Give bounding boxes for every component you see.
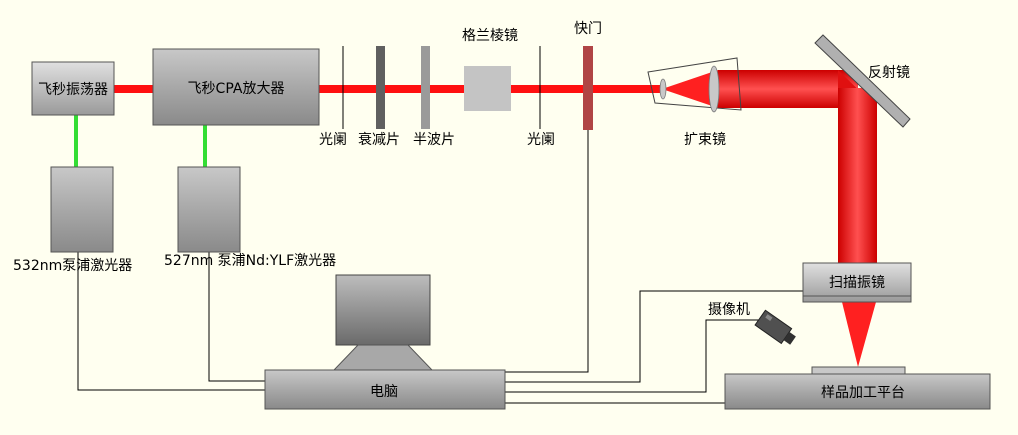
cpa-amplifier-box — [152, 48, 320, 126]
aperture-1-label: 光阑 — [319, 132, 347, 148]
wire-527-pc — [208, 252, 265, 382]
beam-wide-horizontal — [718, 70, 858, 108]
beam-focus-cone — [842, 302, 876, 367]
pump-527-label: 527nm 泵浦Nd:YLF激光器 — [164, 252, 336, 269]
aperture-2-label: 光阑 — [527, 132, 555, 148]
pump-beam-527 — [203, 125, 207, 167]
sample-stage-box — [724, 373, 991, 410]
mirror-label: 反射镜 — [868, 65, 910, 81]
camera-label: 摄像机 — [708, 302, 750, 318]
half-wave-plate — [421, 46, 430, 129]
wire-shutter-pc — [505, 130, 589, 373]
pump-beam-532 — [74, 115, 78, 168]
scan-galvo-label: 扫描振镜 — [829, 275, 885, 291]
pump-532-box — [50, 166, 114, 253]
sample-plate — [811, 366, 906, 375]
expander-lens-large — [708, 65, 720, 113]
sample-stage-label: 样品加工平台 — [821, 385, 905, 401]
beam-wide-vertical — [838, 88, 877, 263]
pump-532-label: 532nm泵浦激光器 — [13, 257, 132, 274]
computer-box — [264, 369, 506, 410]
fs-oscillator-label: 飞秒振荡器 — [38, 82, 108, 98]
beam-expanding-cone — [662, 70, 718, 108]
shutter-label: 快门 — [574, 21, 602, 37]
glan-prism-block — [464, 66, 511, 111]
shutter-plate — [583, 46, 593, 130]
beam-segment-osc-cpa — [113, 85, 153, 93]
half-wave-plate-label: 半波片 — [413, 132, 455, 148]
attenuator-label: 衰减片 — [358, 131, 400, 148]
expander-lens-small — [659, 78, 667, 100]
wire-galvo-pc — [505, 290, 803, 383]
attenuator-plate — [376, 46, 385, 129]
cpa-amplifier-label: 飞秒CPA放大器 — [188, 81, 285, 97]
computer-label: 电脑 — [370, 384, 398, 400]
video-camera-icon — [754, 309, 796, 345]
fs-oscillator-box — [31, 61, 115, 116]
wire-camera-pc — [505, 319, 760, 393]
mirror-plate — [814, 34, 911, 128]
control-wires — [77, 130, 803, 404]
wire-532-pc — [77, 252, 265, 391]
glan-prism-label: 格兰棱镜 — [462, 28, 518, 44]
pump-527-box — [177, 166, 241, 253]
beam-expander-housing — [647, 57, 742, 111]
monitor-icon — [332, 274, 434, 371]
beam-expander-label: 扩束镜 — [684, 132, 726, 148]
